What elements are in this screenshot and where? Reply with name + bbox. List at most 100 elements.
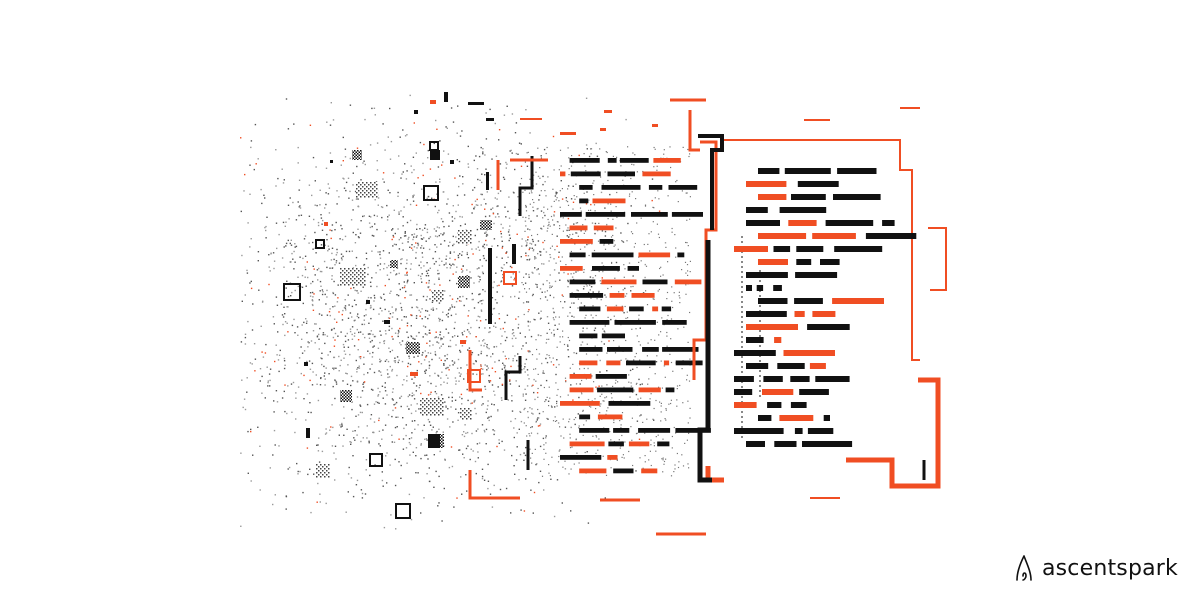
outline-square: [423, 185, 439, 201]
code-token: [657, 441, 670, 447]
code-token: [734, 389, 753, 395]
code-token: [746, 272, 788, 278]
code-token: [773, 285, 782, 291]
code-token: [784, 168, 831, 174]
code-token: [777, 363, 805, 369]
code-token: [734, 428, 784, 434]
code-token: [599, 239, 614, 244]
code-token: [671, 212, 703, 217]
code-token: [585, 212, 626, 217]
code-token: [627, 266, 639, 271]
code-token: [569, 279, 596, 285]
hatched-block: [420, 398, 444, 416]
code-token: [807, 428, 834, 434]
code-token: [758, 415, 772, 421]
middle-code-lines: [560, 158, 711, 474]
code-token: [823, 415, 830, 421]
code-token: [560, 239, 593, 244]
code-token: [607, 158, 617, 163]
code-token: [734, 350, 776, 356]
code-token: [569, 374, 592, 379]
code-token: [825, 220, 874, 226]
hatched-block: [316, 464, 330, 478]
outline-square: [283, 283, 301, 301]
code-token: [668, 185, 698, 190]
code-token: [560, 401, 600, 406]
code-token: [746, 363, 769, 369]
particle-dust: [240, 94, 667, 530]
code-token: [601, 185, 641, 190]
ink-fragment: [468, 102, 484, 105]
code-token: [790, 376, 810, 382]
code-token: [570, 171, 601, 177]
code-token: [797, 181, 839, 187]
code-token: [628, 441, 650, 447]
hatched-block: [390, 260, 398, 268]
code-token: [579, 306, 601, 312]
code-token: [833, 194, 881, 200]
middle-document-bracket-accent: [468, 110, 706, 536]
code-token: [779, 207, 827, 213]
ink-fragment: [306, 428, 310, 438]
code-token: [642, 279, 668, 285]
code-token: [799, 389, 829, 395]
code-token: [746, 285, 752, 291]
code-token: [648, 185, 663, 190]
outline-square: [315, 239, 325, 249]
ink-fragment: [414, 110, 418, 114]
right-document: [670, 98, 947, 499]
outline-square: [503, 271, 517, 285]
code-token: [767, 402, 782, 408]
code-token: [642, 347, 659, 352]
code-token: [613, 468, 634, 474]
code-token: [629, 306, 644, 312]
code-token: [579, 198, 589, 204]
code-token: [795, 272, 838, 278]
accent-fragment: [460, 340, 466, 344]
code-token: [642, 171, 671, 177]
code-token: [794, 298, 823, 304]
code-token: [807, 324, 850, 330]
hatched-block: [340, 390, 352, 402]
code-token: [638, 428, 671, 433]
outline-square: [395, 503, 411, 519]
right-code-lines: [734, 168, 917, 447]
code-token: [569, 158, 600, 163]
dissolving-fragments: [283, 92, 658, 519]
brand-lockup: ascentspark: [1014, 554, 1178, 582]
code-token: [865, 233, 917, 239]
code-token: [661, 306, 672, 312]
middle-document-outline: [504, 156, 534, 470]
code-token: [626, 360, 656, 366]
ink-fragment: [428, 434, 440, 448]
code-token: [746, 337, 764, 343]
right-document-frame-accent: [670, 98, 947, 499]
code-token: [746, 311, 787, 317]
code-token: [734, 246, 768, 252]
code-token: [579, 428, 610, 433]
code-token: [662, 320, 687, 325]
code-token: [641, 468, 658, 474]
code-token: [560, 266, 583, 271]
code-token: [638, 252, 671, 258]
code-token: [607, 171, 635, 177]
code-token: [579, 360, 598, 366]
code-token: [606, 360, 621, 366]
code-token: [653, 158, 681, 163]
ink-fragment: [486, 118, 494, 121]
code-token: [592, 198, 626, 204]
accent-fragment: [520, 118, 542, 120]
code-token: [794, 428, 803, 434]
code-token: [665, 387, 675, 393]
code-token: [746, 181, 787, 187]
code-token: [834, 246, 883, 252]
accent-fragment: [600, 128, 606, 131]
code-token: [608, 441, 624, 447]
code-token: [758, 168, 780, 174]
code-token: [794, 311, 805, 317]
code-token: [663, 360, 670, 366]
code-token: [591, 252, 634, 258]
code-token: [762, 389, 794, 395]
code-token: [662, 347, 699, 352]
code-token: [619, 158, 649, 163]
